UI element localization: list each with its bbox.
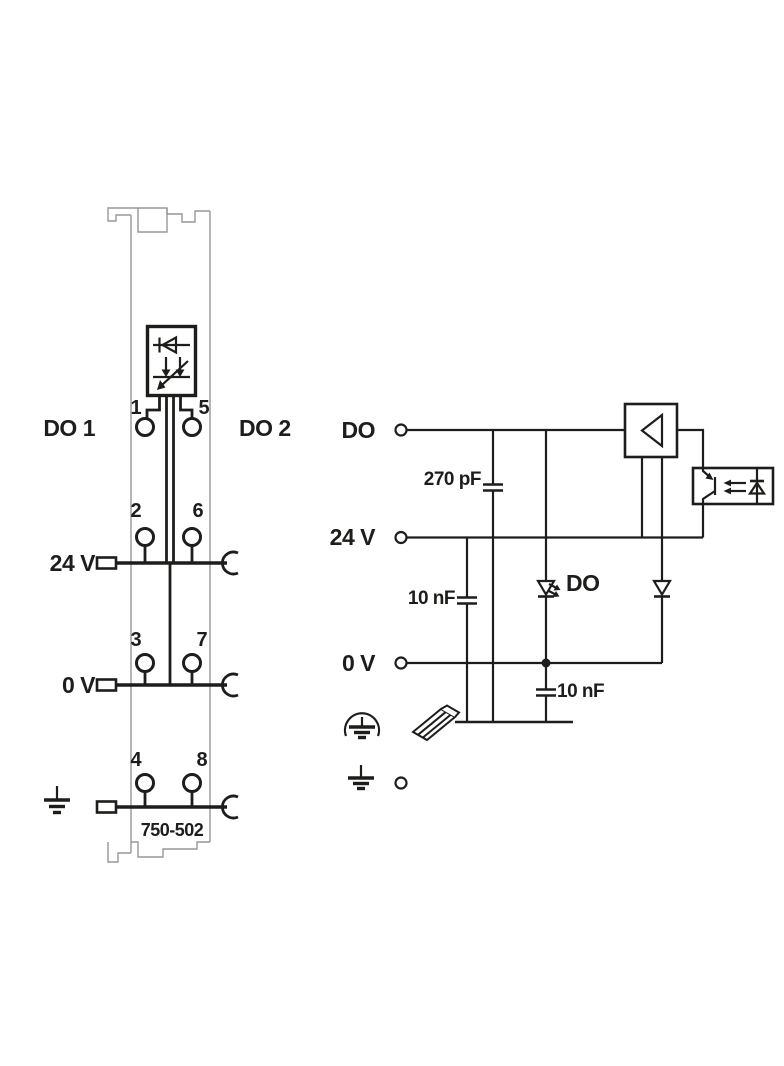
terminal-8-number: 8 [196,749,207,771]
led-box-frame [145,324,198,398]
capacitor-270pf: 270 pF [424,430,503,722]
housing-top-profile [107,207,210,223]
terminal-row-earth: 4 8 [44,749,239,820]
module-housing-outline [107,207,211,863]
terminal-row-0v: 3 7 0 V [62,629,239,698]
terminal-3 [135,653,155,673]
collector-arrowhead [705,472,714,480]
opto-led-triangle [747,481,767,495]
terminal-6 [182,527,202,547]
amplifier-box [623,402,679,459]
amplifier-output-wire [677,428,705,468]
terminal-6-number: 6 [192,500,203,522]
diode-icon [652,579,672,598]
terminal-1 [135,417,155,437]
optocoupler-icon [691,466,775,506]
terminal-7 [182,653,202,673]
spring-clamp-contact-icon [221,550,239,576]
module-0v-label: 0 V [62,672,96,698]
terminal-4 [135,773,155,793]
terminal-3-number: 3 [130,629,141,651]
schematic-0v-label: 0 V [342,650,376,676]
optocoupler-box [691,466,775,506]
led-do-label: DO [566,570,600,596]
terminal-2-number: 2 [130,500,141,522]
module-internal-wiring [145,396,194,685]
channel-label-do2: DO 2 [239,415,291,441]
terminal-5 [182,417,202,437]
terminal-row-do: 1 5 DO 1 DO 2 [43,397,291,441]
circuit-schematic: DO 24 V 0 V [330,402,775,791]
status-led-box [145,324,198,398]
capacitor-10nf-0v: 10 nF [536,663,605,722]
schematic-24v-label: 24 V [330,524,376,550]
spring-clamp-contact-icon [221,794,239,820]
module-24v-label: 24 V [50,550,96,576]
terminal-8 [182,773,202,793]
pin-to-terminal-5 [179,396,194,418]
module-drawing: 1 5 DO 1 DO 2 2 6 24 V 3 7 [43,207,291,863]
amplifier-triangle [640,412,664,449]
capacitor-10nf-24v: 10 nF [408,537,477,722]
shielded-earth-icon [343,712,381,740]
terminal-7-number: 7 [196,629,207,651]
channel-label-do1: DO 1 [43,415,95,441]
earth-terminal-circle [394,776,408,790]
light-arrowhead-2 [723,487,731,495]
cap-10nf-0v-label: 10 nF [557,681,604,702]
do-terminal-circle [394,423,408,437]
spring-clamp-contact-icon [221,672,239,698]
earth-ground-icon [44,786,70,815]
terminal-5-number: 5 [198,397,209,419]
0v-terminal-circle [394,656,408,670]
power-jumper-contact-icon [95,556,118,570]
amplifier-icon [623,402,679,459]
power-jumper-contact-icon [95,678,118,692]
led-icon [536,579,561,598]
phototransistor-emitter [701,490,716,504]
din-rail-icon [411,704,461,742]
part-number: 750-502 [141,820,204,840]
housing-bottom-profile [131,841,210,858]
status-led-branch: DO [536,430,600,668]
24v-terminal-circle [394,530,408,545]
functional-earth-terminal [348,765,408,791]
diode-icon [153,335,190,355]
dual-led-indicator-icon [153,357,190,390]
housing-top-latch-notch [137,208,168,233]
schematic-do-label: DO [342,417,376,443]
suppressor-diode-branch [652,457,672,663]
power-jumper-contact-icon [95,800,118,814]
terminal-4-number: 4 [130,749,142,771]
earth-ground-icon [348,765,374,791]
terminal-2 [135,527,155,547]
terminal-row-24v: 2 6 24 V [50,500,239,576]
terminal-1-number: 1 [130,397,141,419]
housing-bottom-foot [107,842,131,863]
pin-to-terminal-1 [145,396,161,418]
cap-270pf-label: 270 pF [424,469,481,490]
light-arrowhead-1 [723,479,731,487]
cap-10nf-24v-label: 10 nF [408,588,455,609]
